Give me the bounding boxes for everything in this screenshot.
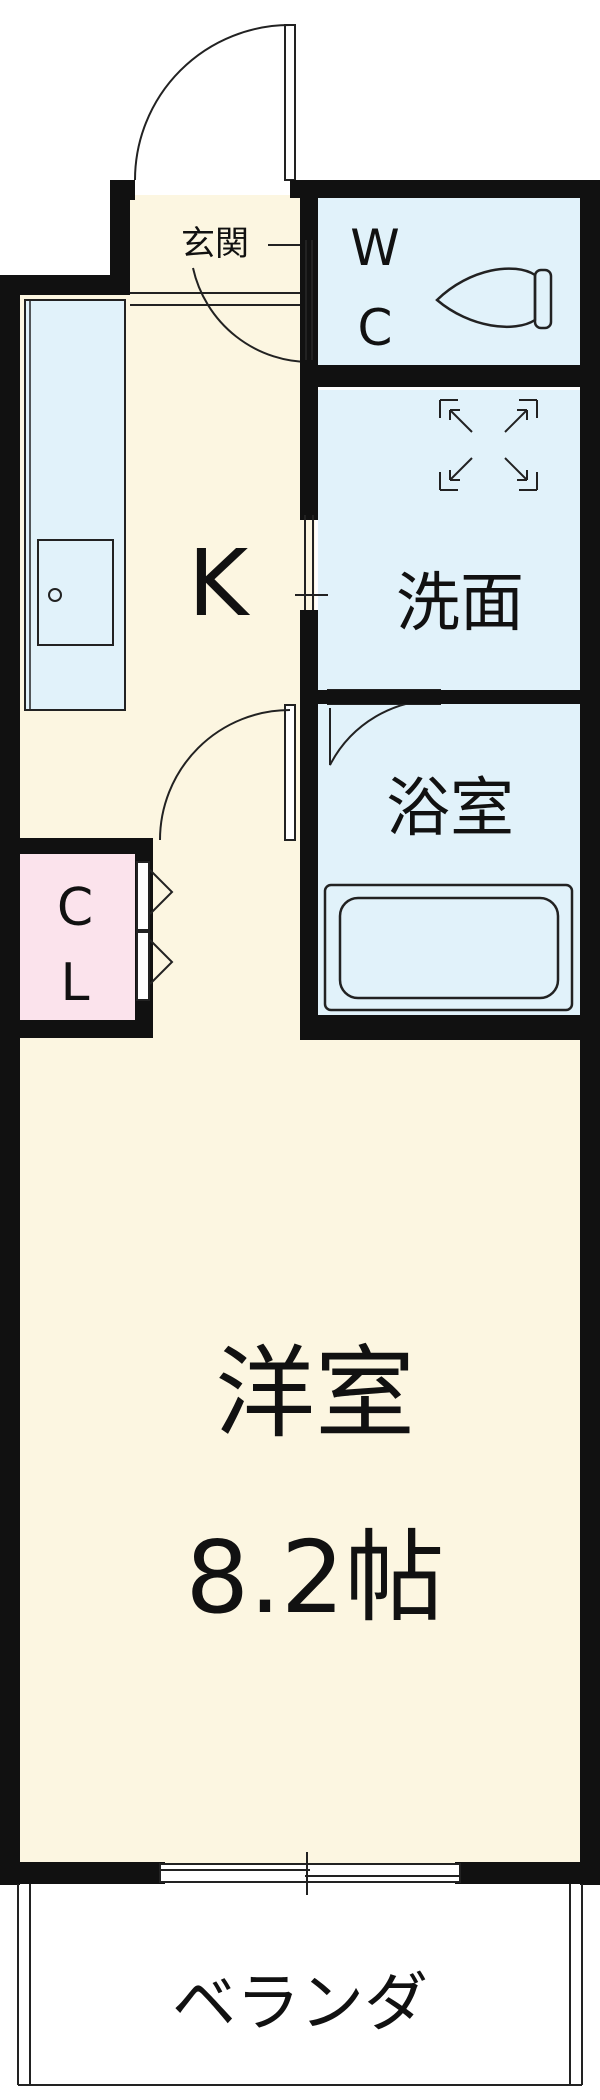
wc-label-c: C bbox=[358, 299, 393, 357]
bathtub-icon bbox=[323, 883, 574, 1012]
wc-floor bbox=[318, 198, 580, 368]
entrance-label: 玄関 bbox=[181, 224, 249, 264]
closet-floor bbox=[20, 850, 135, 1020]
hall-door-leaf bbox=[284, 704, 296, 841]
washroom-floor bbox=[318, 390, 580, 690]
washing-machine-space-icon bbox=[439, 399, 538, 491]
closet-label-c: C bbox=[57, 878, 93, 938]
entrance-floor bbox=[120, 195, 315, 305]
washroom-label: 洗面 bbox=[396, 567, 524, 641]
floor-fills bbox=[20, 195, 580, 1865]
walls bbox=[0, 180, 600, 1885]
entrance-step bbox=[130, 292, 300, 306]
wc-partition bbox=[305, 240, 313, 360]
western-room-label: 洋室 bbox=[215, 1335, 415, 1452]
kitchen-counter bbox=[24, 299, 126, 711]
veranda-label: ベランダ bbox=[172, 1967, 428, 2041]
drain-icon bbox=[48, 588, 62, 602]
veranda bbox=[17, 1884, 583, 2086]
closet-doors bbox=[136, 861, 174, 1001]
hall-floor bbox=[140, 840, 300, 1040]
labels: 玄関 W C K 洗面 浴室 C L 洋室 8.2帖 ベランダ bbox=[57, 219, 524, 2041]
kitchen-label: K bbox=[188, 530, 251, 637]
bathroom-label: 浴室 bbox=[386, 772, 514, 846]
entry-door-swing bbox=[134, 24, 291, 181]
western-room-floor bbox=[20, 1035, 580, 1865]
veranda-window bbox=[159, 1852, 461, 1895]
closet-label-l: L bbox=[61, 953, 90, 1013]
toilet-icon bbox=[435, 267, 553, 330]
hall-door-swing bbox=[159, 709, 291, 841]
wc-door-swing bbox=[192, 267, 314, 364]
western-room-size: 8.2帖 bbox=[185, 1519, 444, 1636]
bathroom-floor bbox=[318, 700, 580, 1015]
entry-door-leaf bbox=[284, 24, 296, 181]
wc-label-w: W bbox=[350, 219, 399, 277]
